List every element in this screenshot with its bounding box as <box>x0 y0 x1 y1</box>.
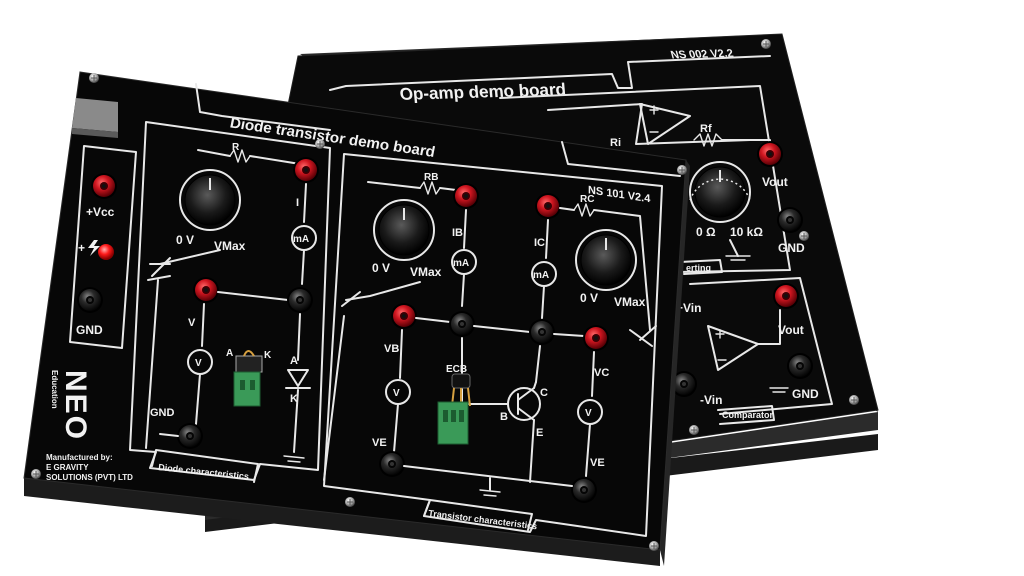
diode-label-gnd: GND <box>150 407 175 419</box>
screw-front-top-right <box>676 164 688 176</box>
transistor-base-node-terminal[interactable] <box>449 311 475 337</box>
transistor-label-ib: IB <box>452 227 463 239</box>
transistor-ib-terminal[interactable] <box>453 183 479 209</box>
transistor-label-rc: RC <box>580 194 594 205</box>
diode-label-cathode: K <box>290 393 298 405</box>
transistor-label-c: C <box>540 387 548 399</box>
label-comparator-tab: Comparator <box>722 410 774 420</box>
transistor-label-ma-c: mA <box>533 270 549 281</box>
transistor-pot-left[interactable] <box>373 199 435 261</box>
screw-front-bottom-mid <box>344 496 356 508</box>
diode-label-v: V <box>188 317 196 329</box>
power-led <box>98 244 114 260</box>
transistor-label-vb: VB <box>384 343 399 355</box>
transistor-label-voltmeter-left: V <box>393 388 400 399</box>
manufacturer-name-2: SOLUTIONS (PVT) LTD <box>46 473 133 482</box>
diode-label-voltmeter: V <box>195 358 202 369</box>
label-gnd-power: GND <box>76 323 103 337</box>
op-amp-potentiometer[interactable] <box>689 161 751 223</box>
diode-pot-max: VMax <box>214 239 246 253</box>
transistor-label-ve-left: VE <box>372 437 387 449</box>
power-lightning-icon <box>88 240 100 256</box>
gnd-top-terminal[interactable] <box>777 207 803 233</box>
screw-front-bottom-right <box>648 540 660 552</box>
screw-front-bottom-left <box>30 468 42 480</box>
label-plus: + <box>78 241 85 255</box>
gnd-bottom-terminal[interactable] <box>787 353 813 379</box>
transistor-label-voltmeter-right: V <box>585 408 592 419</box>
diode-label-i: I <box>296 197 299 209</box>
transistor-ic-terminal[interactable] <box>535 193 561 219</box>
diode-voltage-terminal[interactable] <box>193 277 219 303</box>
diode-label-ma: mA <box>293 234 309 245</box>
label-gnd-top: GND <box>778 241 805 255</box>
transistor-ve-left-terminal[interactable] <box>379 451 405 477</box>
vcc-terminal[interactable] <box>91 173 117 199</box>
label-vin-plus: +Vin <box>676 301 701 315</box>
label-vout-top: Vout <box>762 175 788 189</box>
manufacturer-label: Manufactured by: <box>46 453 113 462</box>
transistor-collector-node-terminal[interactable] <box>529 319 555 345</box>
transistor-pot2-max: VMax <box>614 295 646 309</box>
label-vcc: +Vcc <box>86 205 115 219</box>
transistor-label-e: E <box>536 427 543 439</box>
diode-gnd-terminal[interactable] <box>177 423 203 449</box>
transistor-label-vc: VC <box>594 367 609 379</box>
screw-back-bottom-right <box>848 394 860 406</box>
screw-back-top-right <box>760 38 772 50</box>
diode-label-anode: A <box>290 355 298 367</box>
diode-socket-k: K <box>264 350 272 361</box>
brand-logo: NEO <box>59 370 92 441</box>
brand-tagline: Education <box>50 370 59 409</box>
transistor-vc-terminal[interactable] <box>583 325 609 351</box>
diode-current-terminal[interactable] <box>293 157 319 183</box>
diode-label-r: R <box>232 142 240 153</box>
screw-back-bottom-mid <box>688 424 700 436</box>
screw-front-top-mid <box>314 138 326 150</box>
label-vout-bottom: Vout <box>778 323 804 337</box>
transistor-ve-right-terminal[interactable] <box>571 477 597 503</box>
diode-potentiometer[interactable] <box>179 169 241 231</box>
transistor-vb-terminal[interactable] <box>391 303 417 329</box>
diode-transistor-board: Diode transistor demo board NS 101 V2.4 … <box>23 71 690 566</box>
diode-socket-a: A <box>226 348 233 359</box>
transistor-label-ic: IC <box>534 237 545 249</box>
transistor-pot2-min: 0 V <box>580 291 598 305</box>
gnd-power-terminal[interactable] <box>77 287 103 313</box>
transistor-pot-right[interactable] <box>575 229 637 291</box>
label-ri: Ri <box>610 137 621 149</box>
transistor-label-ve-right: VE <box>590 457 605 469</box>
manufacturer-name: E GRAVITY <box>46 463 89 472</box>
label-gnd-bottom: GND <box>792 387 819 401</box>
op-amp-pot-max: 10 kΩ <box>730 225 763 239</box>
transistor-pot1-min: 0 V <box>372 261 390 275</box>
label-rf: Rf <box>700 123 712 135</box>
transistor-socket[interactable] <box>437 401 469 445</box>
op-amp-pot-min: 0 Ω <box>696 225 716 239</box>
vout-bottom-terminal[interactable] <box>773 283 799 309</box>
screw-back-mid-right <box>798 230 810 242</box>
diode-node-terminal[interactable] <box>287 287 313 313</box>
transistor-label-ecb: ECB <box>446 364 467 375</box>
transistor-label-ma-b: mA <box>453 258 469 269</box>
transistor-label-rb: RB <box>424 172 438 183</box>
label-vin-minus: -Vin <box>700 393 722 407</box>
diode-socket[interactable] <box>233 371 261 407</box>
screw-front-top-left <box>88 72 100 84</box>
transistor-label-b: B <box>500 411 508 423</box>
transistor-pot1-max: VMax <box>410 265 442 279</box>
vout-top-terminal[interactable] <box>757 141 783 167</box>
diode-pot-min: 0 V <box>176 233 194 247</box>
label-inverting-tab: erting <box>686 263 711 273</box>
